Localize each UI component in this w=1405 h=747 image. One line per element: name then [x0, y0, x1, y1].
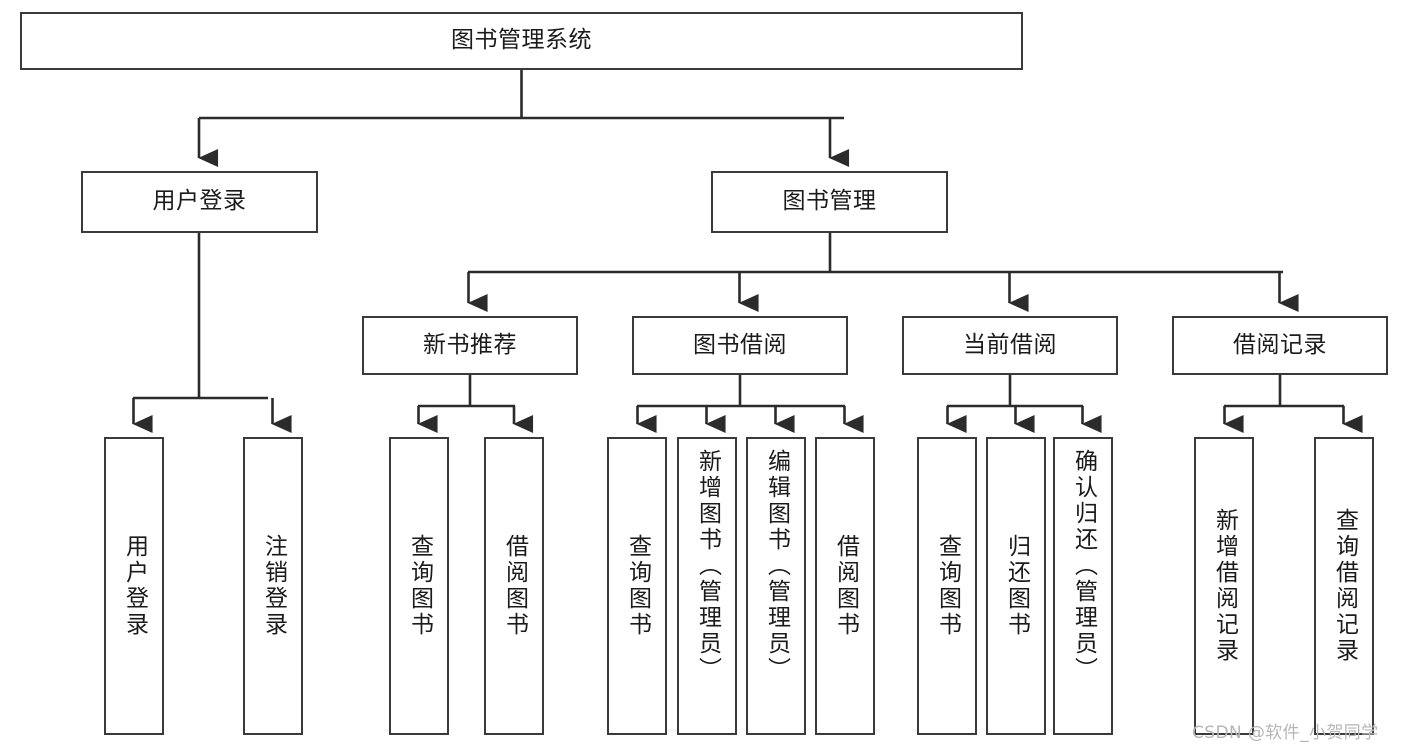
node-leaf-query-book-recommend[interactable]: 查询图书	[389, 437, 449, 735]
node-leaf-query-book-borrow[interactable]: 查询图书	[607, 437, 667, 735]
node-book-management-label: 图书管理	[782, 188, 877, 215]
node-leaf-add-borrow-record-label: 新增借阅记录	[1211, 508, 1238, 664]
node-new-book-recommend-label: 新书推荐	[423, 331, 517, 358]
node-leaf-confirm-return[interactable]: 确认归还（管理员）	[1053, 437, 1113, 735]
node-book-borrow[interactable]: 图书借阅	[632, 316, 848, 375]
node-leaf-return-book-label: 归还图书	[1003, 534, 1030, 638]
node-leaf-confirm-return-label: 确认归还（管理员）	[1070, 449, 1097, 683]
node-leaf-user-login[interactable]: 用户登录	[104, 437, 164, 735]
node-leaf-query-book-current-label: 查询图书	[934, 534, 961, 638]
node-current-borrow[interactable]: 当前借阅	[902, 316, 1118, 375]
node-user-login[interactable]: 用户登录	[81, 171, 318, 233]
node-leaf-edit-book-label: 编辑图书（管理员）	[763, 449, 790, 683]
node-leaf-return-book[interactable]: 归还图书	[986, 437, 1046, 735]
node-borrow-record[interactable]: 借阅记录	[1172, 316, 1388, 375]
node-root-label: 图书管理系统	[451, 27, 592, 54]
node-borrow-record-label: 借阅记录	[1233, 331, 1327, 358]
node-leaf-borrow-book-recommend[interactable]: 借阅图书	[484, 437, 544, 735]
node-leaf-user-logout-label: 注销登录	[260, 534, 287, 638]
node-leaf-query-book-current[interactable]: 查询图书	[917, 437, 977, 735]
node-leaf-borrow-book[interactable]: 借阅图书	[815, 437, 875, 735]
node-book-management[interactable]: 图书管理	[711, 171, 948, 233]
node-leaf-borrow-book-label: 借阅图书	[832, 534, 859, 638]
node-leaf-query-borrow-record-label: 查询借阅记录	[1331, 508, 1358, 664]
node-leaf-edit-book[interactable]: 编辑图书（管理员）	[746, 437, 806, 735]
node-user-login-label: 用户登录	[152, 188, 247, 215]
node-leaf-add-book[interactable]: 新增图书（管理员）	[677, 437, 737, 735]
watermark: CSDN @软件_小贺同学	[1192, 723, 1379, 743]
node-root[interactable]: 图书管理系统	[20, 12, 1023, 70]
node-leaf-query-book-recommend-label: 查询图书	[406, 534, 433, 638]
node-leaf-add-book-label: 新增图书（管理员）	[694, 449, 721, 683]
node-leaf-add-borrow-record[interactable]: 新增借阅记录	[1194, 437, 1254, 735]
node-new-book-recommend[interactable]: 新书推荐	[362, 316, 578, 375]
node-leaf-user-login-label: 用户登录	[121, 534, 148, 638]
node-book-borrow-label: 图书借阅	[693, 331, 787, 358]
node-leaf-user-logout[interactable]: 注销登录	[243, 437, 303, 735]
node-leaf-query-book-borrow-label: 查询图书	[624, 534, 651, 638]
node-current-borrow-label: 当前借阅	[963, 331, 1057, 358]
node-leaf-query-borrow-record[interactable]: 查询借阅记录	[1314, 437, 1374, 735]
node-leaf-borrow-book-recommend-label: 借阅图书	[501, 534, 528, 638]
